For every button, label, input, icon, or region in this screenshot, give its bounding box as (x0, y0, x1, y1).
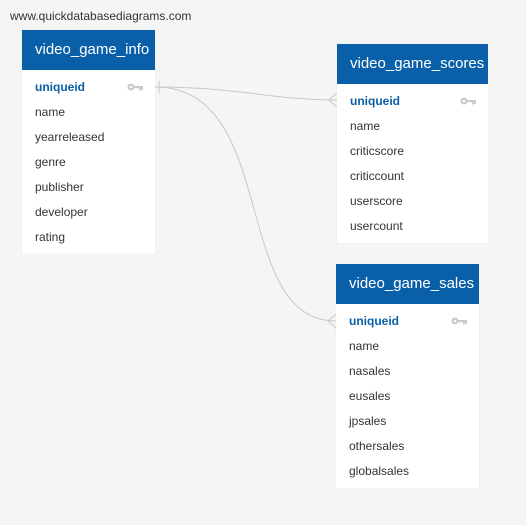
column-name: name (35, 105, 66, 119)
column-name: othersales (349, 439, 405, 453)
column-name: developer (35, 205, 88, 219)
column[interactable]: globalsales (336, 459, 479, 484)
column-name: userscore (350, 194, 403, 208)
column-primary-key[interactable]: uniqueid (336, 309, 479, 334)
column-name: eusales (349, 389, 391, 403)
column-list: uniqueid name nasales eusales jpsales ot… (336, 304, 479, 488)
column[interactable]: jpsales (336, 409, 479, 434)
column-name: nasales (349, 364, 391, 378)
many-marker-scores (328, 92, 338, 108)
column[interactable]: othersales (336, 434, 479, 459)
column[interactable]: criticcount (337, 164, 488, 189)
column-name: globalsales (349, 464, 410, 478)
column-list: uniqueid name criticscore criticcount us… (337, 84, 488, 243)
column-name: jpsales (349, 414, 387, 428)
column-primary-key[interactable]: uniqueid (22, 75, 155, 100)
column-list: uniqueid name yearreleased genre publish… (22, 70, 155, 254)
column[interactable]: developer (22, 200, 155, 225)
column-name: usercount (350, 219, 403, 233)
column[interactable]: eusales (336, 384, 479, 409)
column-name: rating (35, 230, 66, 244)
column-name: uniqueid (349, 314, 399, 328)
relationship-line-info-sales (154, 86, 337, 322)
many-marker-sales (327, 313, 337, 329)
key-icon (451, 317, 467, 325)
column[interactable]: name (337, 114, 488, 139)
column-name: publisher (35, 180, 84, 194)
column-name: yearreleased (35, 130, 105, 144)
column[interactable]: name (336, 334, 479, 359)
key-icon (127, 83, 143, 91)
column[interactable]: rating (22, 225, 155, 250)
table-header[interactable]: video_game_sales (336, 264, 479, 304)
column-name: name (350, 119, 381, 133)
table-video-game-info[interactable]: video_game_info uniqueid name yearreleas… (22, 30, 155, 254)
column-name: name (349, 339, 380, 353)
column[interactable]: userscore (337, 189, 488, 214)
table-video-game-scores[interactable]: video_game_scores uniqueid name criticsc… (337, 44, 488, 243)
column[interactable]: yearreleased (22, 125, 155, 150)
table-header[interactable]: video_game_scores (337, 44, 488, 84)
column-name: criticscore (350, 144, 405, 158)
relationship-line-info-scores (154, 86, 338, 101)
column[interactable]: publisher (22, 175, 155, 200)
column[interactable]: usercount (337, 214, 488, 239)
key-icon (460, 97, 476, 105)
column-primary-key[interactable]: uniqueid (337, 89, 488, 114)
column[interactable]: criticscore (337, 139, 488, 164)
column-name: uniqueid (35, 80, 85, 94)
column-name: genre (35, 155, 66, 169)
table-header[interactable]: video_game_info (22, 30, 155, 70)
column-name: criticcount (350, 169, 405, 183)
watermark: www.quickdatabasediagrams.com (10, 9, 192, 23)
column[interactable]: name (22, 100, 155, 125)
table-video-game-sales[interactable]: video_game_sales uniqueid name nasales e… (336, 264, 479, 488)
column[interactable]: nasales (336, 359, 479, 384)
column-name: uniqueid (350, 94, 400, 108)
column[interactable]: genre (22, 150, 155, 175)
